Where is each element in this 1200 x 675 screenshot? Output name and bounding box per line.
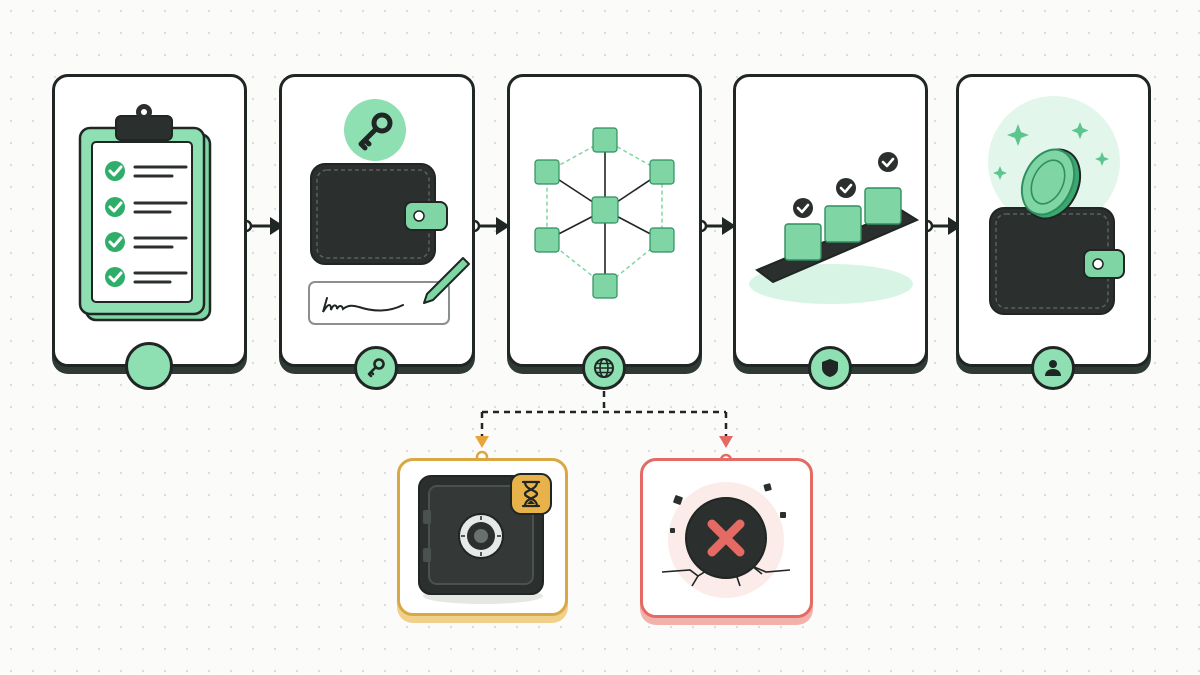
clipboard-checklist-icon	[78, 104, 212, 322]
arrow-down-icon	[719, 436, 733, 448]
wallet-icon	[310, 163, 448, 265]
arrow-right-icon	[948, 217, 962, 235]
verified-block-chain-icon	[749, 152, 920, 304]
network-cube-nodes-icon	[534, 127, 675, 299]
step-card-network	[507, 74, 702, 390]
branch-card-pending	[397, 458, 568, 616]
key-icon	[344, 99, 406, 161]
coin-icon	[1020, 148, 1082, 220]
shield-icon	[822, 359, 838, 377]
edge-step2-step3	[467, 217, 510, 235]
edge-step1-step2	[239, 217, 284, 235]
rejected-x-icon	[685, 497, 767, 579]
branch-card-failed	[640, 458, 813, 618]
arrow-right-icon	[496, 217, 510, 235]
step-badge	[1031, 346, 1075, 390]
step-card-verified-blocks	[733, 74, 928, 390]
step-badge	[582, 346, 626, 390]
wallet-icon	[989, 207, 1125, 315]
edge-step3-branches	[475, 380, 733, 467]
hourglass-icon	[510, 473, 552, 515]
step-badge	[808, 346, 852, 390]
globe-icon	[594, 358, 614, 378]
sparkle-icon	[993, 122, 1109, 180]
user-icon	[1045, 360, 1061, 376]
arrow-right-icon	[270, 217, 284, 235]
key-icon	[367, 358, 385, 378]
step-card-wallet-sign	[279, 74, 475, 390]
edge-step3-step4	[694, 217, 736, 235]
arrow-right-icon	[722, 217, 736, 235]
step-card-checklist	[52, 74, 247, 390]
signature-pen-icon	[308, 257, 470, 325]
step-badge	[125, 342, 173, 390]
step-card-wallet-coin	[956, 74, 1151, 390]
arrow-down-icon	[475, 436, 489, 448]
step-badge	[354, 346, 398, 390]
